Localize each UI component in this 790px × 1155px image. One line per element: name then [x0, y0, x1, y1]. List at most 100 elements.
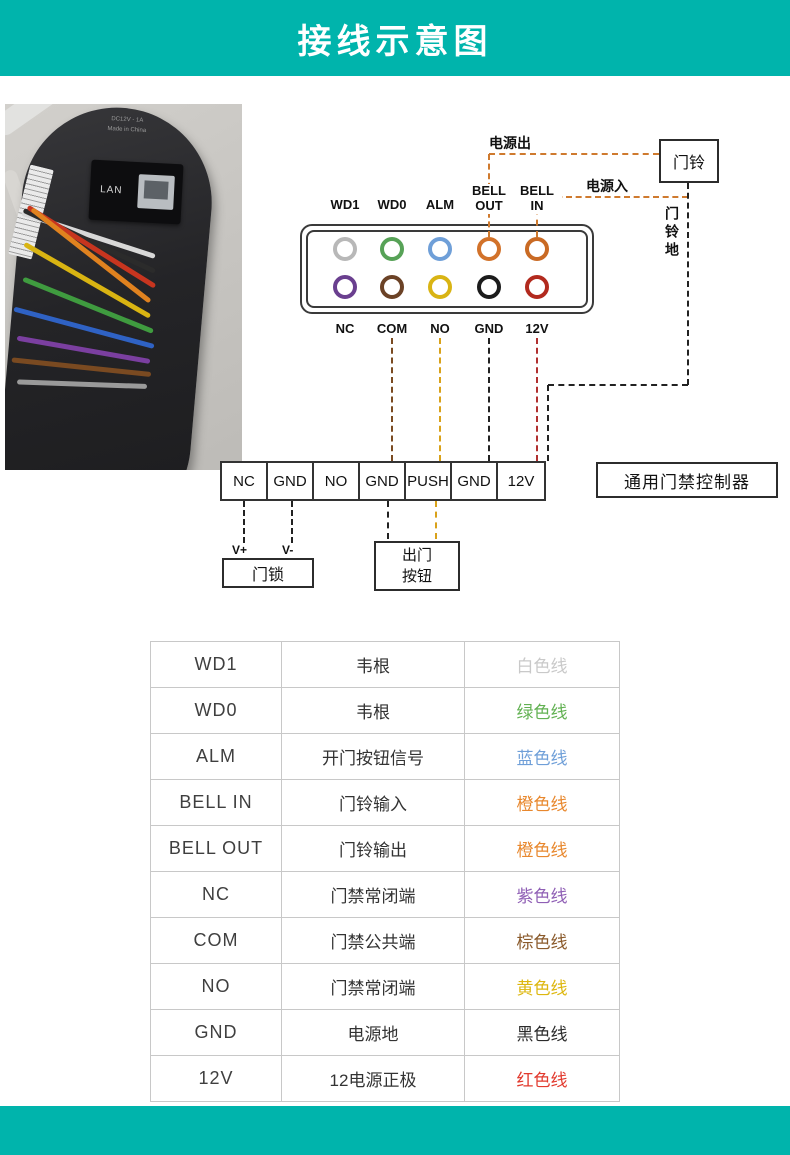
pin-name: NO: [201, 976, 231, 996]
wire-color: 橙色线: [516, 841, 568, 860]
terminal-gnd3: GND: [452, 463, 498, 499]
table-row: BELL IN 门铃输入 橙色线: [151, 780, 619, 826]
pin-label-wd0: WD0: [367, 197, 417, 213]
pin-circle-com: [380, 275, 404, 299]
gnd-line: [488, 338, 490, 461]
power-in-label: 电源入: [584, 176, 630, 196]
door-lock-box: 门锁: [222, 558, 314, 588]
wire-color: 橙色线: [516, 795, 568, 814]
pin-circle-no: [428, 275, 452, 299]
vplus-label: V+: [232, 543, 248, 557]
table-row: WD1 韦根 白色线: [151, 642, 619, 688]
pin-circle-12v: [525, 275, 549, 299]
wire-color: 红色线: [516, 1071, 568, 1090]
pin-label-wd1: WD1: [320, 197, 370, 213]
rj45-inner: [143, 180, 169, 200]
pin-name: BELL IN: [179, 792, 253, 812]
controller-label: 通用门禁控制器: [624, 472, 750, 492]
table-row: 12V 12电源正极 红色线: [151, 1056, 619, 1101]
terminal-nc: NC: [222, 463, 268, 499]
pin-label-bell-out: BELL OUT: [464, 183, 514, 214]
pin-name: COM: [193, 930, 239, 950]
power-out-line-h: [489, 153, 659, 155]
exit-gnd-line: [387, 501, 389, 539]
wire-color: 黑色线: [516, 1025, 568, 1044]
pin-desc: 韦根: [281, 688, 465, 733]
pin-desc: 门禁公共端: [281, 918, 465, 963]
lock-vplus-line: [243, 501, 245, 543]
no-line: [439, 338, 441, 461]
power-in-line-h: [537, 196, 688, 198]
table-row: ALM 开门按钮信号 蓝色线: [151, 734, 619, 780]
doorbell-ground-line-h: [548, 384, 688, 386]
pin-name: GND: [194, 1022, 238, 1042]
terminal-no: NO: [314, 463, 360, 499]
pin-table: WD1 韦根 白色线 WD0 韦根 绿色线 ALM 开门按钮信号 蓝色线 BEL…: [150, 641, 620, 1102]
pin-circle-alm: [428, 237, 452, 261]
terminal-strip: NC GND NO GND PUSH GND 12V: [220, 461, 546, 501]
lan-port-module: LAN: [88, 159, 184, 225]
pin-desc: 门禁常闭端: [281, 964, 465, 1009]
pin-label-bell-in: BELL IN: [512, 183, 562, 214]
footer-band: [0, 1106, 790, 1155]
terminal-push: PUSH: [406, 463, 452, 499]
exit-push-line: [435, 501, 437, 539]
pin-circle-wd1: [333, 237, 357, 261]
pin-label-nc: NC: [320, 321, 370, 337]
wire-color: 棕色线: [516, 933, 568, 952]
controller-box: 通用门禁控制器: [596, 462, 778, 498]
pin-circle-wd0: [380, 237, 404, 261]
pin-label-com: COM: [367, 321, 417, 337]
pin-name: ALM: [195, 746, 236, 766]
doorbell-ground-line-v2: [547, 385, 549, 461]
table-row: GND 电源地 黑色线: [151, 1010, 619, 1056]
table-row: COM 门禁公共端 棕色线: [151, 918, 619, 964]
wire-color: 白色线: [516, 657, 568, 676]
pin-name: 12V: [198, 1068, 234, 1088]
wire-color: 黄色线: [516, 979, 568, 998]
table-row: BELL OUT 门铃输出 橙色线: [151, 826, 619, 872]
pin-circle-nc: [333, 275, 357, 299]
table-row: NO 门禁常闭端 黄色线: [151, 964, 619, 1010]
power-out-label: 电源出: [487, 133, 533, 153]
doorbell-box: 门铃: [659, 139, 719, 183]
pin-circle-bell-in: [525, 237, 549, 261]
doorbell-label: 门铃: [672, 155, 705, 172]
pin-desc: 韦根: [281, 642, 465, 687]
exit-button-label: 出门按钮: [401, 547, 432, 585]
doorbell-ground-label: 门铃地: [664, 206, 680, 260]
wire-color: 蓝色线: [516, 749, 568, 768]
wire-color: 绿色线: [516, 703, 568, 722]
pin-name: WD0: [194, 700, 238, 720]
lock-vminus-line: [291, 501, 293, 543]
pin-name: BELL OUT: [168, 838, 264, 858]
pin-desc: 门禁常闭端: [281, 872, 465, 917]
pin-circle-bell-out: [477, 237, 501, 261]
vminus-label: V-: [282, 543, 294, 557]
page-title: 接线示意图: [297, 22, 493, 61]
exit-button-box: 出门按钮: [374, 541, 460, 591]
pin-name: NC: [202, 884, 230, 904]
pin-name: WD1: [194, 654, 238, 674]
table-row: NC 门禁常闭端 紫色线: [151, 872, 619, 918]
pin-desc: 电源地: [281, 1010, 465, 1055]
power-in-line-v: [536, 197, 538, 237]
pin-label-alm: ALM: [415, 197, 465, 213]
pin-label-no: NO: [415, 321, 465, 337]
com-line: [391, 338, 393, 461]
pin-desc: 门铃输入: [281, 780, 465, 825]
pin-desc: 开门按钮信号: [281, 734, 465, 779]
pin-label-gnd: GND: [464, 321, 514, 337]
terminal-gnd2: GND: [360, 463, 406, 499]
doorbell-ground-line-v1: [687, 183, 689, 385]
wire-color: 紫色线: [516, 887, 568, 906]
connector-block-inner: [306, 230, 588, 308]
header-band: 接线示意图: [0, 0, 790, 76]
pin-desc: 门铃输出: [281, 826, 465, 871]
table-row: WD0 韦根 绿色线: [151, 688, 619, 734]
lan-port-label: LAN: [99, 184, 123, 197]
pin-circle-gnd: [477, 275, 501, 299]
device-photo: DC12V - 1A Made in China LAN: [5, 104, 242, 470]
rj45-jack: [137, 174, 175, 210]
